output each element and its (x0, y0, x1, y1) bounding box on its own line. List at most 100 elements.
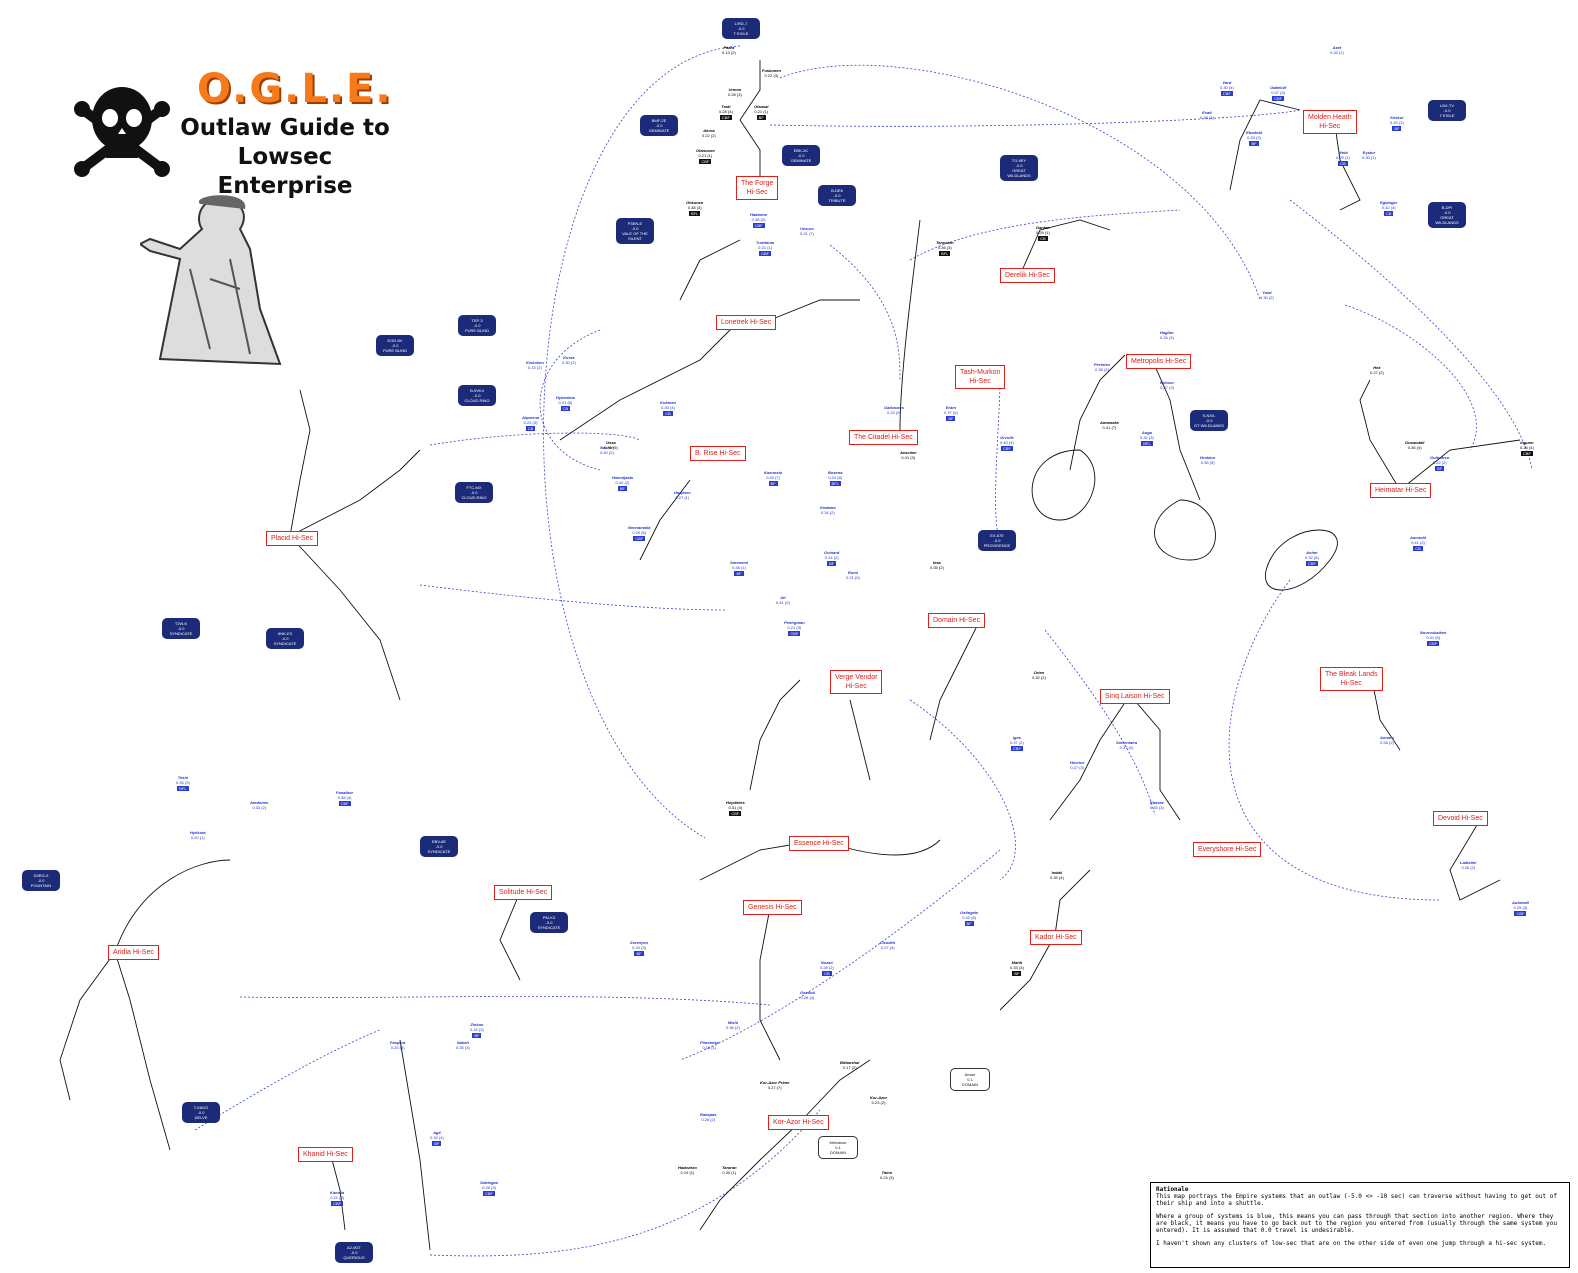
region-khanid[interactable]: Khanid Hi-Sec (298, 1147, 353, 1162)
region-genesis[interactable]: Genesis Hi-Sec (743, 900, 802, 915)
region-domain[interactable]: Domain Hi-Sec (928, 613, 986, 628)
region-aridia[interactable]: Aridia Hi-Sec (108, 945, 159, 960)
region-essence[interactable]: Essence Hi-Sec (789, 836, 849, 851)
region-everyshore[interactable]: Everyshore Hi-Sec (1193, 842, 1262, 857)
region-derelik[interactable]: Derelik Hi-Sec (1000, 268, 1055, 283)
region-devoid[interactable]: Devoid Hi-Sec (1433, 811, 1488, 826)
region-black-rise[interactable]: B. Rise Hi-Sec (690, 446, 746, 461)
region-metropolis[interactable]: Metropolis Hi-Sec (1126, 354, 1192, 369)
region-lonetrek[interactable]: Lonetrek Hi-Sec (716, 315, 777, 330)
region-solitude[interactable]: Solitude Hi-Sec (494, 885, 553, 900)
region-kor-azor[interactable]: Kor-Azor Hi-Sec (768, 1115, 829, 1130)
